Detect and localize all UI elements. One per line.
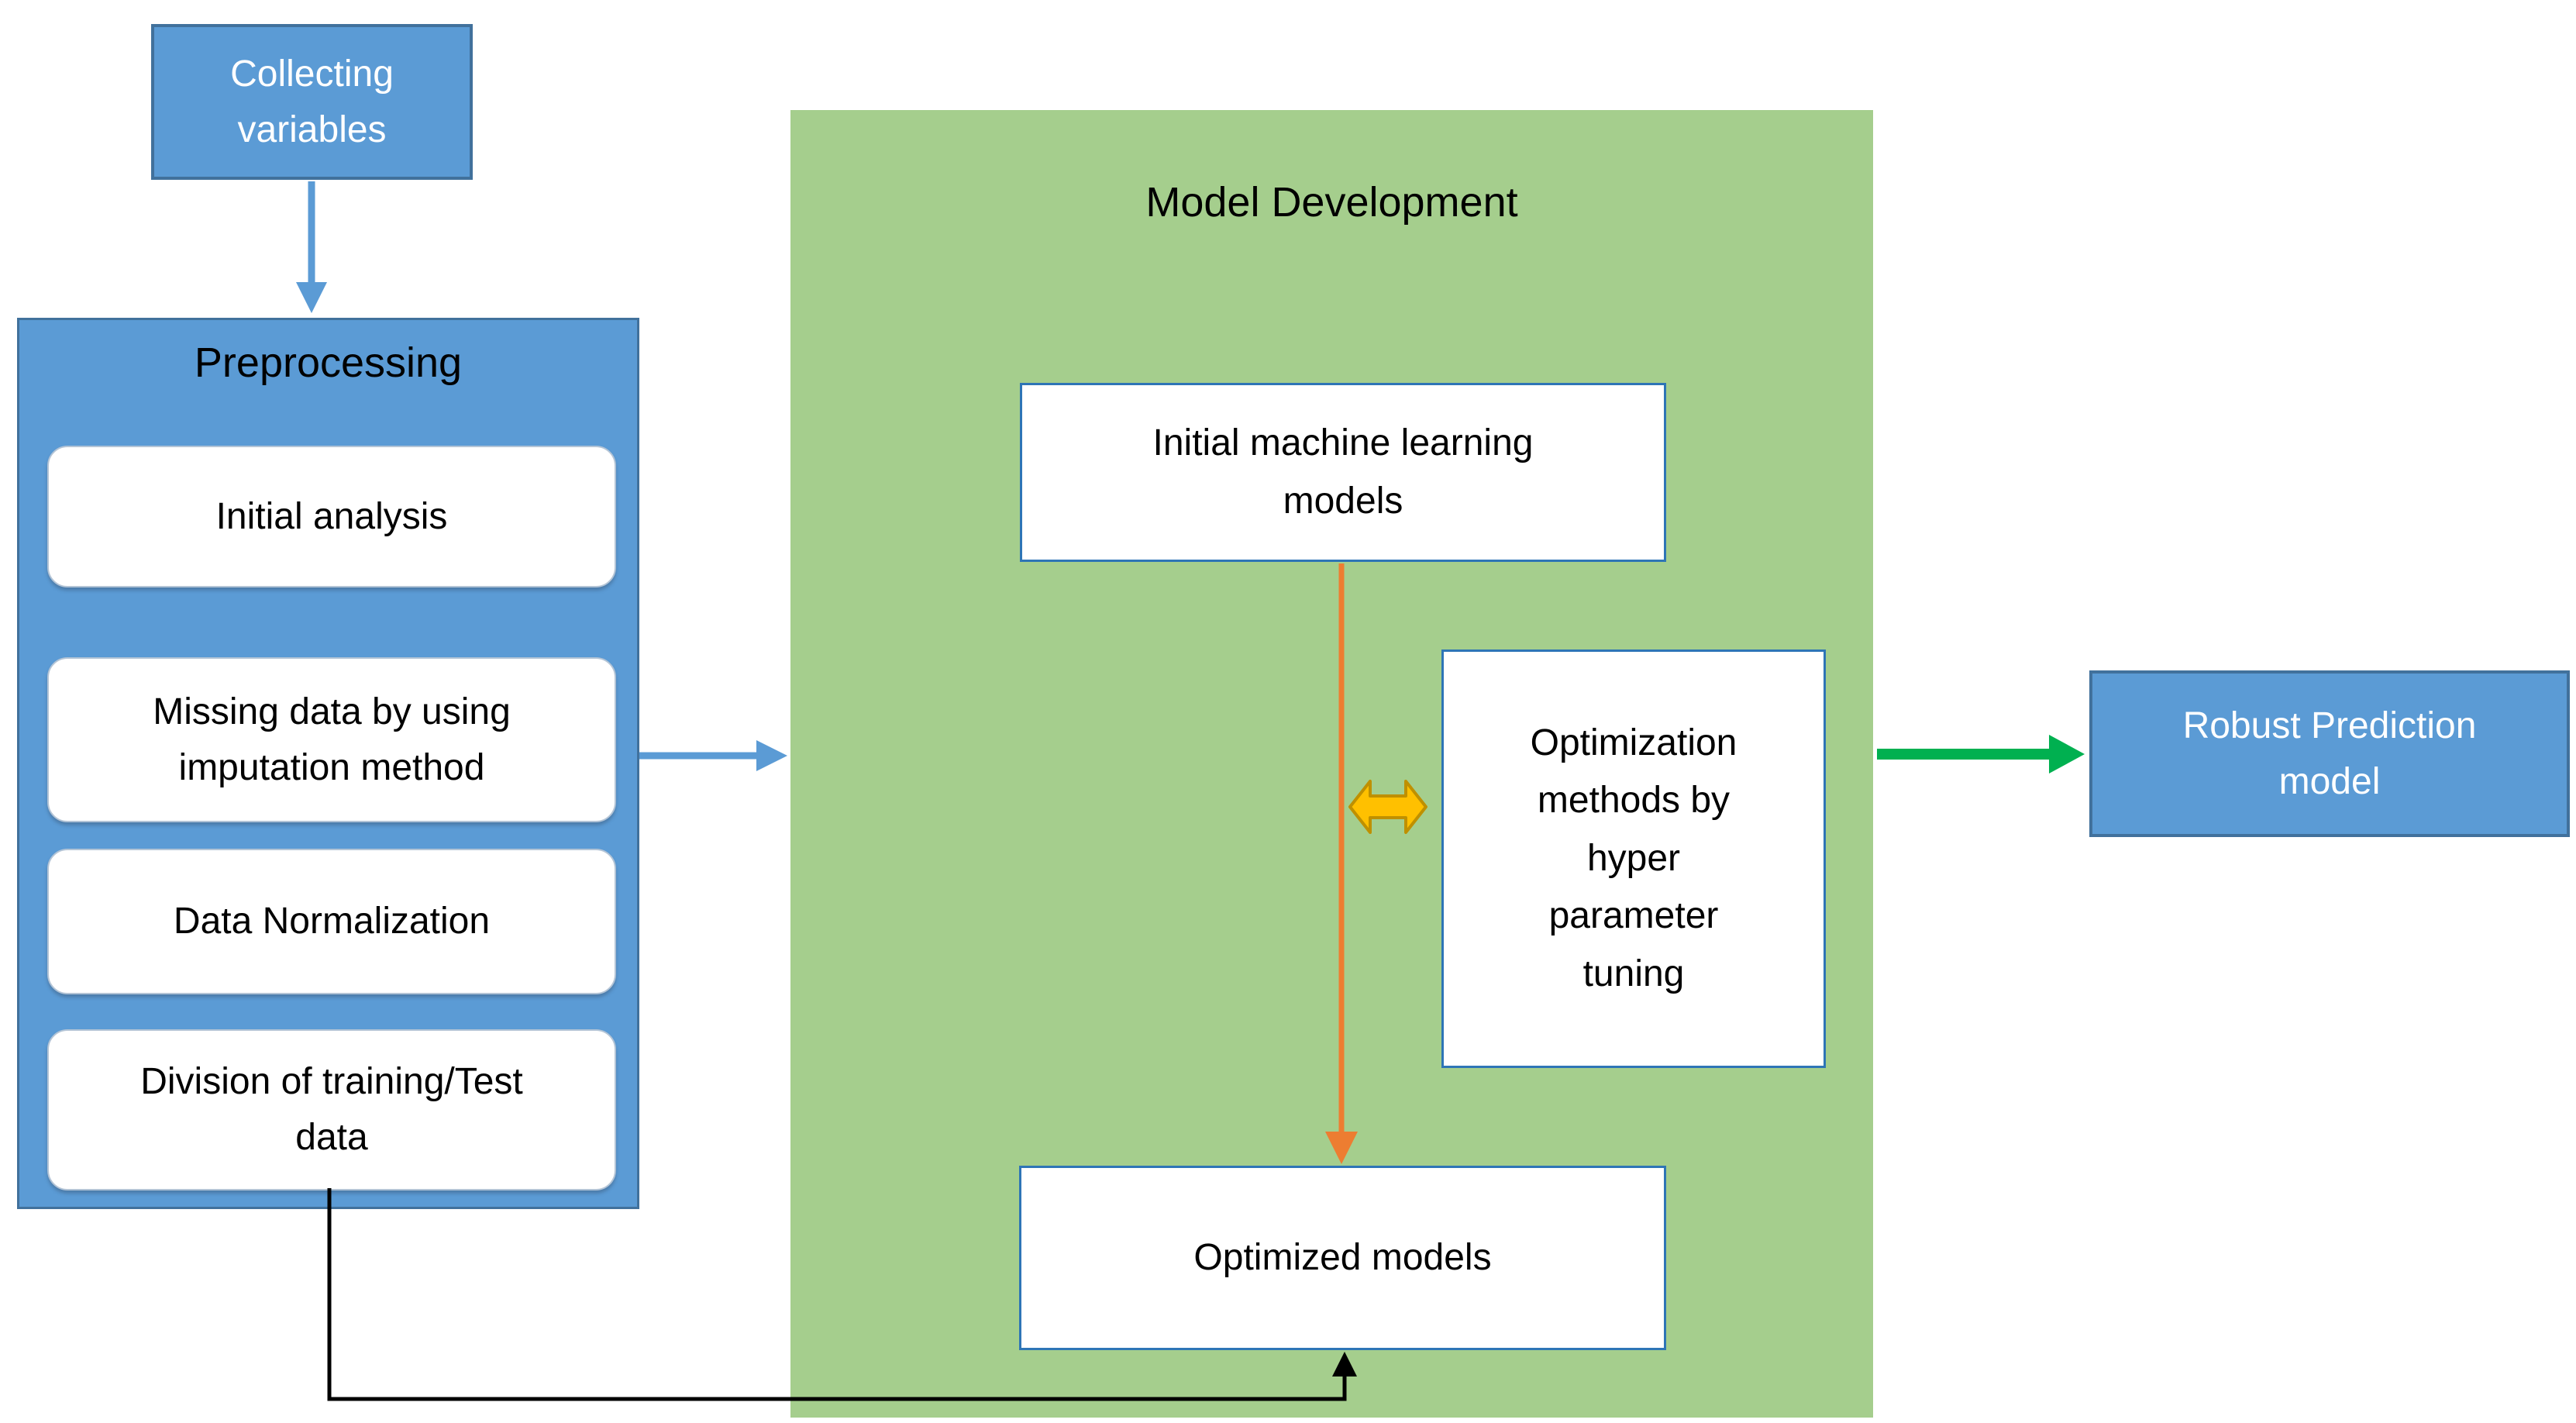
step-division-training-test: Division of training/Test data [47, 1029, 616, 1190]
optimized-models-box: Optimized models [1019, 1166, 1666, 1350]
preprocessing-title: Preprocessing [194, 339, 463, 386]
step-data-normalization: Data Normalization [47, 849, 616, 994]
step-initial-analysis: Initial analysis [47, 446, 616, 587]
preprocessing-panel: Preprocessing Initial analysis Missing d… [17, 318, 639, 1209]
model-development-title: Model Development [1145, 179, 1518, 226]
optimization-methods-box: Optimization methods by hyper parameter … [1441, 649, 1826, 1068]
robust-prediction-model-box: Robust Prediction model [2089, 670, 2570, 837]
initial-ml-models-box: Initial machine learning models [1020, 383, 1666, 562]
collecting-variables-box: Collecting variables [151, 24, 473, 180]
step-missing-data-imputation: Missing data by using imputation method [47, 657, 616, 822]
